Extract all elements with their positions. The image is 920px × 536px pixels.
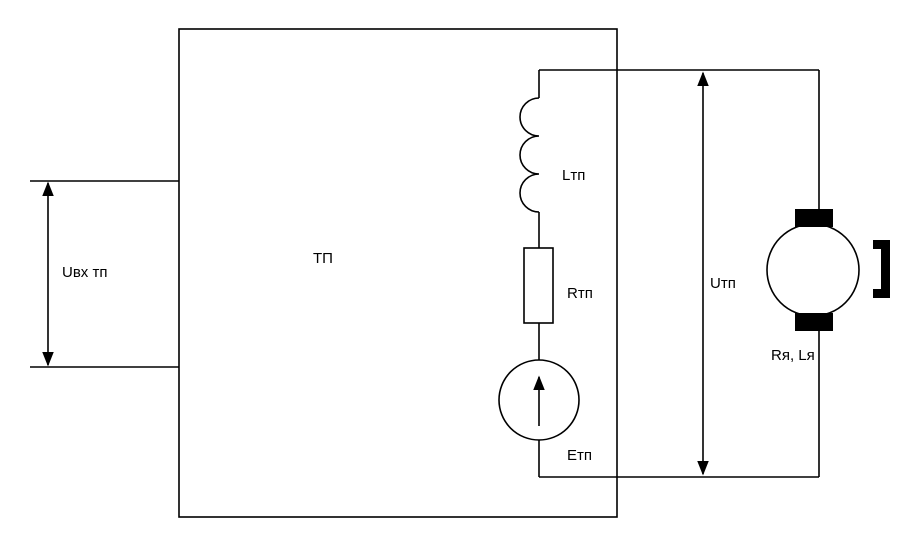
motor-label: Rя, Lя xyxy=(771,347,815,364)
converter-label: ТП xyxy=(313,250,333,267)
motor-circle xyxy=(766,223,860,317)
motor-brush-bottom xyxy=(795,313,833,331)
resistance-label: Rтп xyxy=(567,285,593,302)
motor-field-bracket xyxy=(873,240,890,298)
input-voltage-label: Uвх тп xyxy=(62,264,108,281)
emf-source-circle xyxy=(498,359,580,441)
output-voltage-label: Uтп xyxy=(710,275,736,292)
emf-label: Eтп xyxy=(567,447,592,464)
resistor xyxy=(523,247,554,324)
inductance-label: Lтп xyxy=(562,167,586,184)
inductor-coil xyxy=(519,97,540,213)
converter-block xyxy=(178,28,618,518)
motor-brush-top xyxy=(795,209,833,227)
